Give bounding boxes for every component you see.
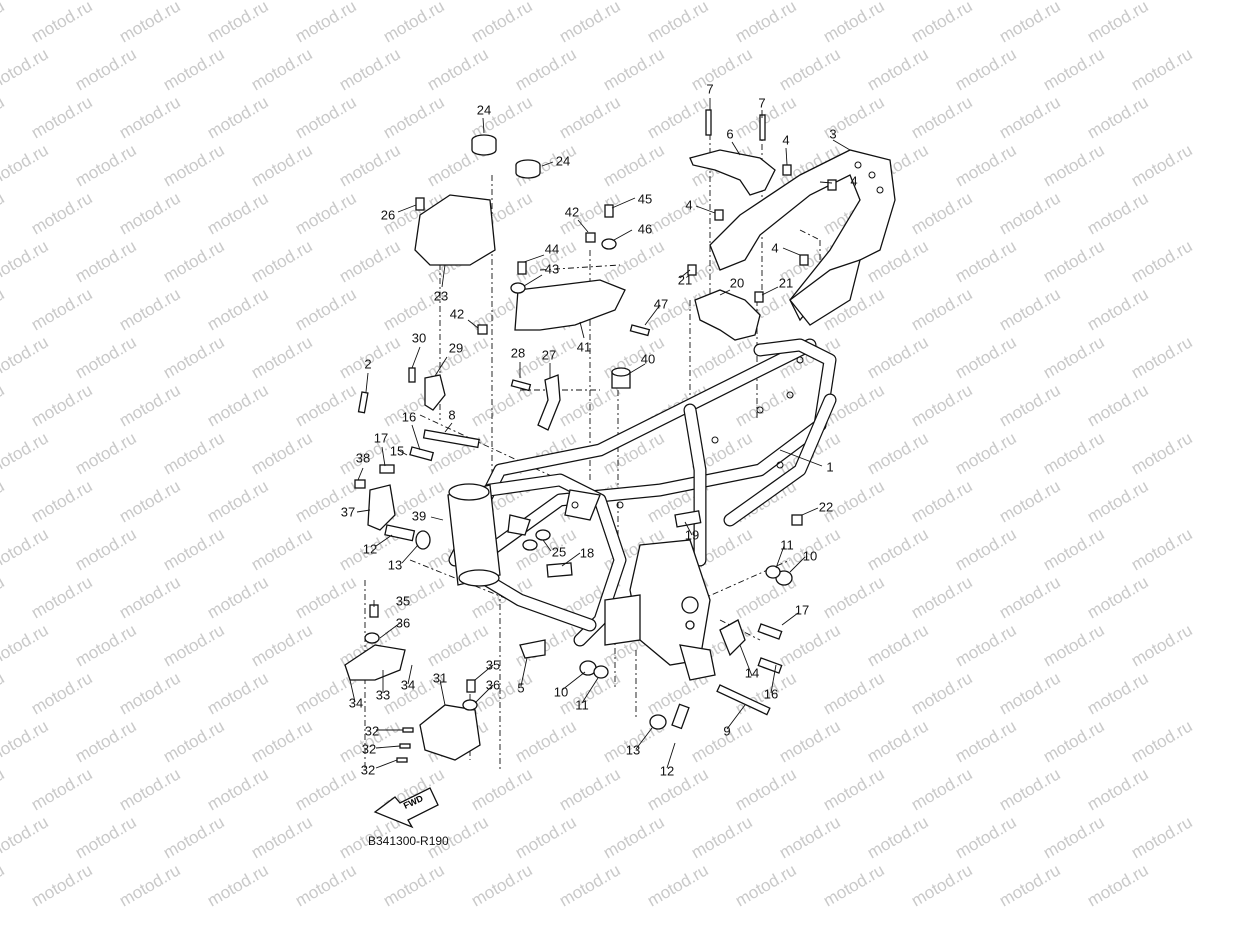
callout-15: 15 — [389, 443, 405, 459]
callout-38: 38 — [355, 450, 371, 466]
callout-30: 30 — [411, 330, 427, 346]
callout-23: 23 — [433, 288, 449, 304]
callout-3: 3 — [829, 126, 837, 142]
callout-5: 5 — [517, 680, 525, 696]
callout-17a: 17 — [373, 430, 389, 446]
callout-35b: 35 — [485, 657, 501, 673]
callout-40: 40 — [640, 351, 656, 367]
callout-47: 47 — [653, 296, 669, 312]
callout-16b: 16 — [763, 686, 779, 702]
callout-34a: 34 — [348, 695, 364, 711]
callout-22: 22 — [818, 499, 834, 515]
callout-2: 2 — [364, 356, 372, 372]
callout-37: 37 — [340, 504, 356, 520]
callout-43: 43 — [544, 261, 560, 277]
callout-11b: 11 — [575, 697, 589, 713]
callout-4a: 4 — [782, 132, 790, 148]
callout-16a: 16 — [401, 409, 417, 425]
callout-29: 29 — [448, 340, 464, 356]
callout-7a: 7 — [706, 81, 714, 97]
callout-31: 31 — [432, 670, 448, 686]
bracket-6 — [689, 149, 776, 196]
callout-42b: 42 — [449, 306, 465, 322]
damper-40 — [611, 367, 631, 389]
callout-45: 45 — [637, 191, 653, 207]
callout-18: 18 — [579, 545, 595, 561]
callout-17b: 17 — [794, 602, 810, 618]
callout-21a: 21 — [677, 272, 693, 288]
callout-32a: 32 — [364, 723, 380, 739]
callout-41: 41 — [576, 339, 592, 355]
bracket-29 — [424, 374, 446, 411]
grab-rail — [709, 149, 896, 326]
callout-39: 39 — [411, 508, 427, 524]
callout-10b: 10 — [553, 684, 569, 700]
callout-35a: 35 — [395, 593, 411, 609]
callout-13a: 13 — [387, 557, 403, 573]
callout-34b: 34 — [400, 677, 416, 693]
callout-7b: 7 — [758, 95, 766, 111]
pins — [357, 391, 702, 763]
callout-13b: 13 — [625, 742, 641, 758]
callout-24b: 24 — [555, 153, 571, 169]
callout-44: 44 — [544, 241, 560, 257]
callout-24a: 24 — [476, 102, 492, 118]
callout-26: 26 — [380, 207, 396, 223]
bracket-27 — [537, 374, 561, 431]
fwd-arrow — [373, 787, 439, 829]
callout-42a: 42 — [564, 204, 580, 220]
callout-36a: 36 — [395, 615, 411, 631]
bracket-20 — [694, 289, 761, 341]
callout-4c: 4 — [685, 197, 693, 213]
washers-nuts — [364, 232, 803, 730]
bracket-5 — [519, 639, 546, 659]
cap-24 — [471, 134, 541, 179]
callout-46: 46 — [637, 221, 653, 237]
callout-25: 25 — [551, 544, 567, 560]
callout-11a: 11 — [780, 537, 794, 553]
bracket-33 — [344, 644, 406, 681]
leader-lines — [349, 98, 851, 769]
callout-1: 1 — [826, 459, 834, 475]
callout-28: 28 — [510, 345, 526, 361]
callout-9: 9 — [723, 723, 731, 739]
callout-14: 14 — [744, 665, 760, 681]
callout-10a: 10 — [802, 548, 818, 564]
callout-19: 19 — [684, 527, 700, 543]
callout-4d: 4 — [771, 240, 779, 256]
callout-4b: 4 — [850, 173, 858, 189]
callout-27: 27 — [541, 347, 557, 363]
bolts — [354, 109, 837, 730]
callout-20: 20 — [729, 275, 745, 291]
callout-21b: 21 — [778, 275, 794, 291]
bracket-41 — [514, 279, 626, 331]
callout-33: 33 — [375, 687, 391, 703]
callout-36b: 36 — [485, 677, 501, 693]
callout-32b: 32 — [361, 741, 377, 757]
callout-6: 6 — [726, 126, 734, 142]
bracket-37 — [367, 484, 396, 531]
callout-32c: 32 — [360, 762, 376, 778]
main-frame — [447, 338, 837, 681]
callout-12b: 12 — [659, 763, 675, 779]
callout-12a: 12 — [362, 541, 378, 557]
diagram-code: B341300-R190 — [368, 834, 449, 848]
bracket-31 — [419, 704, 481, 761]
bracket-23 — [414, 194, 496, 266]
bracket-14 — [719, 619, 746, 657]
callout-8: 8 — [448, 407, 456, 423]
